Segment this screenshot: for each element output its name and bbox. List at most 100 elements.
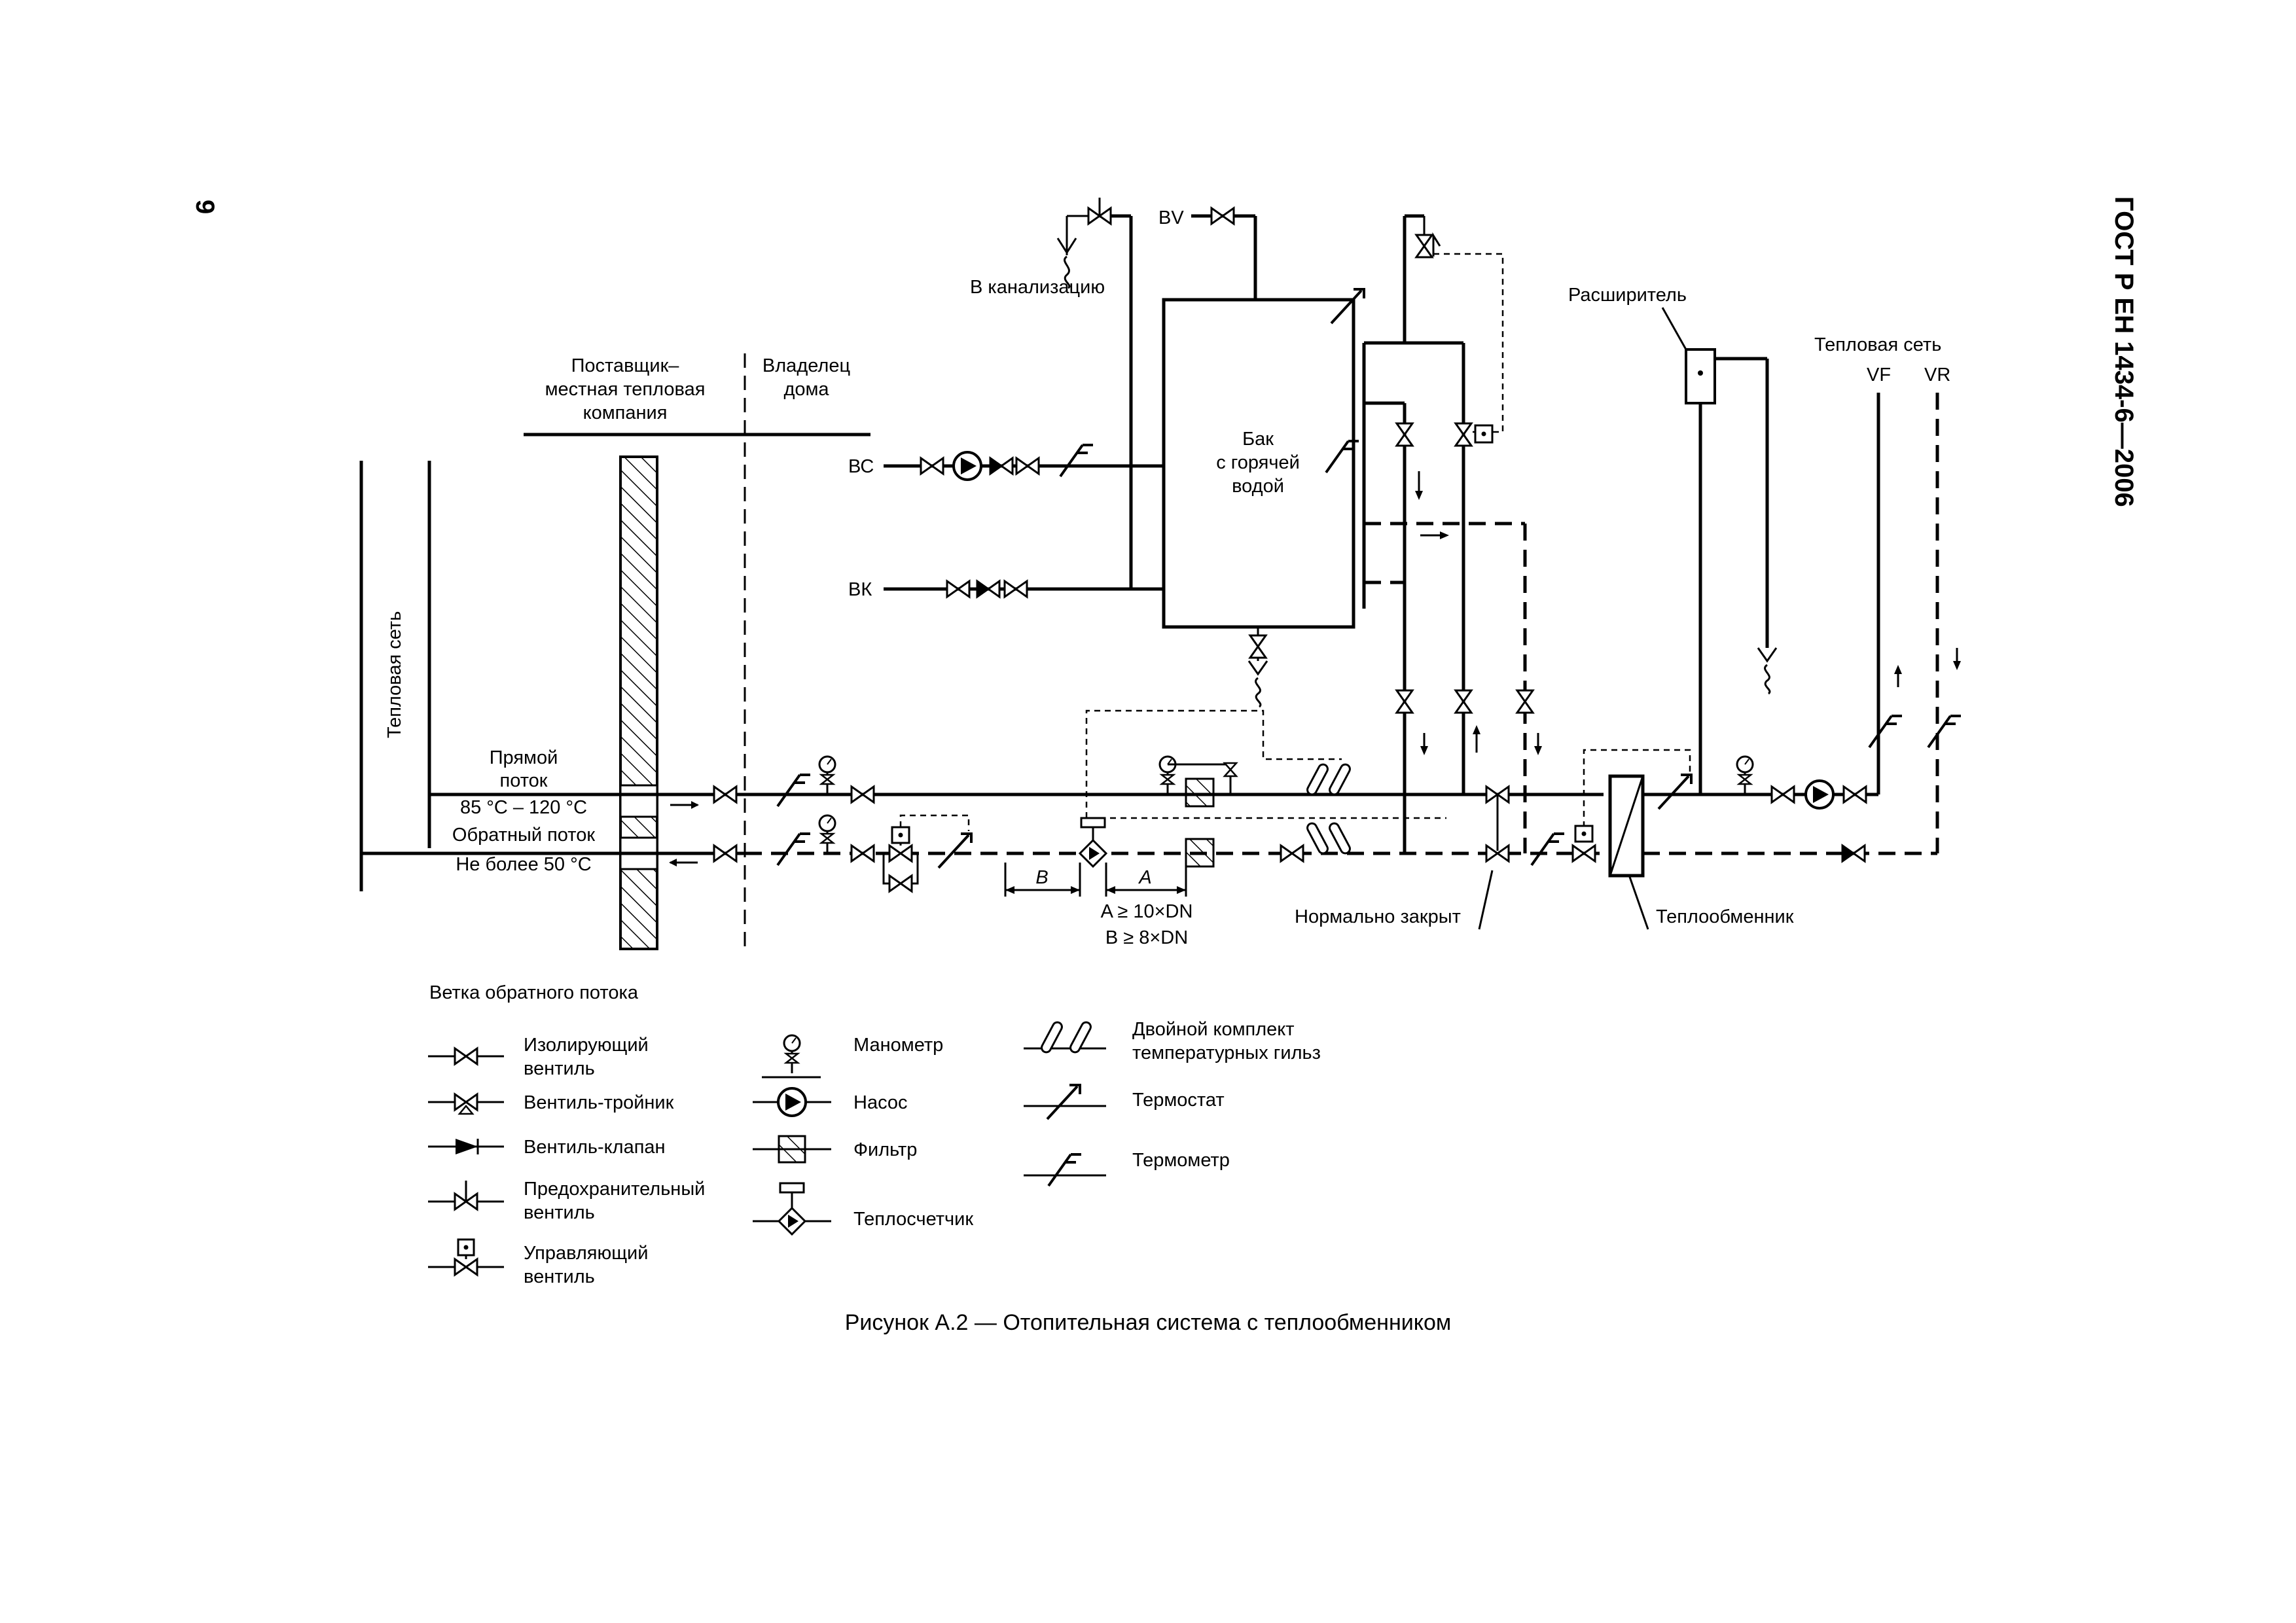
legend-check-valve bbox=[428, 1139, 504, 1154]
legend-control-valve-label-1: Управляющий bbox=[524, 1243, 648, 1264]
secondary-pump-icon bbox=[1804, 779, 1835, 810]
tank-loop-valve bbox=[1395, 422, 1414, 447]
supply-manometer-icon bbox=[818, 755, 836, 796]
hx-control-valve bbox=[1571, 825, 1596, 863]
bv-isolating-valve bbox=[1210, 207, 1235, 225]
tank-supply-control-valve bbox=[1454, 422, 1473, 447]
direct-flow-label-1: Прямой bbox=[490, 747, 558, 768]
secondary-isolating-valve bbox=[1770, 785, 1795, 804]
bv-label: BV bbox=[1158, 207, 1184, 228]
bc-pump-icon bbox=[952, 451, 982, 481]
bc-isolating-valve bbox=[920, 457, 944, 475]
legend-filter-label: Фильтр bbox=[853, 1139, 917, 1160]
legend-thermostat bbox=[1024, 1084, 1106, 1120]
heat-exchanger-label: Теплообменник bbox=[1656, 906, 1794, 927]
legend-tee-valve bbox=[428, 1093, 504, 1115]
supply-temperature-pockets bbox=[1306, 763, 1351, 796]
vf-thermometer-icon bbox=[1868, 715, 1903, 749]
tank-drain-valve bbox=[1249, 634, 1267, 659]
legend-pump-label: Насос bbox=[853, 1092, 908, 1113]
supplier-label-3: компания bbox=[583, 402, 668, 423]
legend-double-pockets-label-2: температурных гильз bbox=[1132, 1043, 1321, 1063]
tank-top-tee-valve bbox=[1415, 216, 1441, 259]
direct-temp-label: 85 °С – 120 °С bbox=[460, 797, 587, 818]
building-wall bbox=[619, 455, 658, 950]
return-manometer-icon bbox=[818, 814, 836, 855]
supply-isolating-valve-2 bbox=[850, 785, 875, 804]
supply-filter bbox=[1185, 777, 1215, 808]
figure-caption: Рисунок А.2 — Отопительная система с теп… bbox=[845, 1310, 1452, 1335]
flow-arrows bbox=[1415, 471, 1961, 755]
return-isolating-valve bbox=[713, 844, 738, 863]
dimension-markers bbox=[1004, 863, 1187, 897]
legend-check-valve-label: Вентиль-клапан bbox=[524, 1137, 666, 1158]
legend-thermostat-label: Термостат bbox=[1132, 1090, 1225, 1111]
legend-double-pockets bbox=[1024, 1021, 1106, 1054]
tank-supply-valve-2 bbox=[1454, 689, 1473, 714]
heat-network-vertical-label: Тепловая сеть bbox=[384, 611, 405, 738]
hot-water-tank bbox=[1162, 298, 1355, 629]
supply-isolating-valve bbox=[713, 785, 738, 804]
wall-passage-supply bbox=[619, 784, 658, 818]
bk-isolating-valve-2 bbox=[1003, 580, 1028, 598]
bc-isolating-valve-2 bbox=[1015, 457, 1040, 475]
legend-isolating-valve bbox=[428, 1047, 504, 1065]
expansion-tank bbox=[1685, 348, 1716, 404]
return-control-valve bbox=[882, 826, 919, 893]
district-network-lines bbox=[359, 461, 431, 891]
legend-filter bbox=[753, 1135, 831, 1164]
supplier-label-1: Поставщик– bbox=[571, 355, 680, 376]
sewer-label: В канализацию bbox=[970, 277, 1105, 298]
bk-label: ВК bbox=[848, 579, 872, 600]
owner-label-2: дома bbox=[783, 379, 829, 400]
normally-closed-label: Нормально закрыт bbox=[1295, 906, 1461, 927]
dimension-a-label: A bbox=[1138, 867, 1151, 888]
legend-control-valve-label-2: вентиль bbox=[524, 1266, 595, 1287]
hx-return-thermometer-icon bbox=[1530, 832, 1566, 866]
legend-safety-valve-label-2: вентиль bbox=[524, 1202, 595, 1223]
return-filter bbox=[1185, 838, 1215, 868]
legend-title: Ветка обратного потока bbox=[429, 982, 639, 1003]
heat-network-label: Тепловая сеть bbox=[1814, 334, 1941, 355]
sewer-drain-icon bbox=[1056, 238, 1077, 289]
return-flow-label: Обратный поток bbox=[452, 825, 595, 846]
dimension-b-label: B bbox=[1035, 867, 1048, 888]
vr-thermometer-icon bbox=[1927, 715, 1962, 749]
vf-label: VF bbox=[1867, 365, 1891, 385]
direct-flow-label-2: поток bbox=[500, 770, 548, 791]
legend-thermometer bbox=[1024, 1153, 1106, 1187]
legend-heat-meter-label: Теплосчетчик bbox=[853, 1209, 973, 1230]
legend-control-valve bbox=[428, 1238, 504, 1276]
bc-thermometer-icon bbox=[1059, 444, 1094, 478]
bc-check-valve bbox=[989, 457, 1014, 475]
dimension-b-condition: B ≥ 8×DN bbox=[1105, 927, 1188, 948]
vr-label: VR bbox=[1924, 365, 1950, 385]
supply-thermometer-icon bbox=[776, 774, 812, 808]
tank-label-3: водой bbox=[1232, 476, 1284, 497]
legend-double-pockets-label-1: Двойной комплект bbox=[1132, 1019, 1295, 1040]
legend-heat-meter bbox=[753, 1182, 831, 1236]
return-temperature-pockets bbox=[1306, 822, 1351, 855]
legend-pump bbox=[753, 1087, 831, 1117]
return-temp-label: Не более 50 °С bbox=[456, 854, 591, 875]
legend-thermometer-label: Термометр bbox=[1132, 1150, 1230, 1171]
primary-supply-pipe bbox=[429, 793, 1604, 809]
heat-meter bbox=[1078, 817, 1108, 868]
legend-manometer-label: Манометр bbox=[853, 1035, 943, 1056]
page-number: 9 bbox=[190, 200, 219, 214]
supply-filter-bypass bbox=[1158, 755, 1238, 796]
hx-thermostat-icon bbox=[1657, 774, 1693, 810]
supplier-label-2: местная тепловая bbox=[545, 379, 706, 400]
legend-isolating-valve-label-2: вентиль bbox=[524, 1058, 595, 1079]
bc-label: ВС bbox=[848, 456, 874, 477]
sewer-tee-valve bbox=[1087, 198, 1112, 225]
tank-return-valve bbox=[1395, 689, 1414, 714]
tank-label-2: с горячей bbox=[1216, 452, 1300, 473]
standard-number: ГОСТ Р ЕН 1434-6—2006 bbox=[2109, 196, 2138, 507]
legend-tee-valve-label: Вентиль-тройник bbox=[524, 1092, 674, 1113]
return-thermometer-icon bbox=[776, 832, 812, 866]
secondary-manometer-icon bbox=[1736, 755, 1754, 796]
legend-manometer bbox=[762, 1034, 821, 1079]
secondary-isolating-valve-2 bbox=[1842, 785, 1867, 804]
